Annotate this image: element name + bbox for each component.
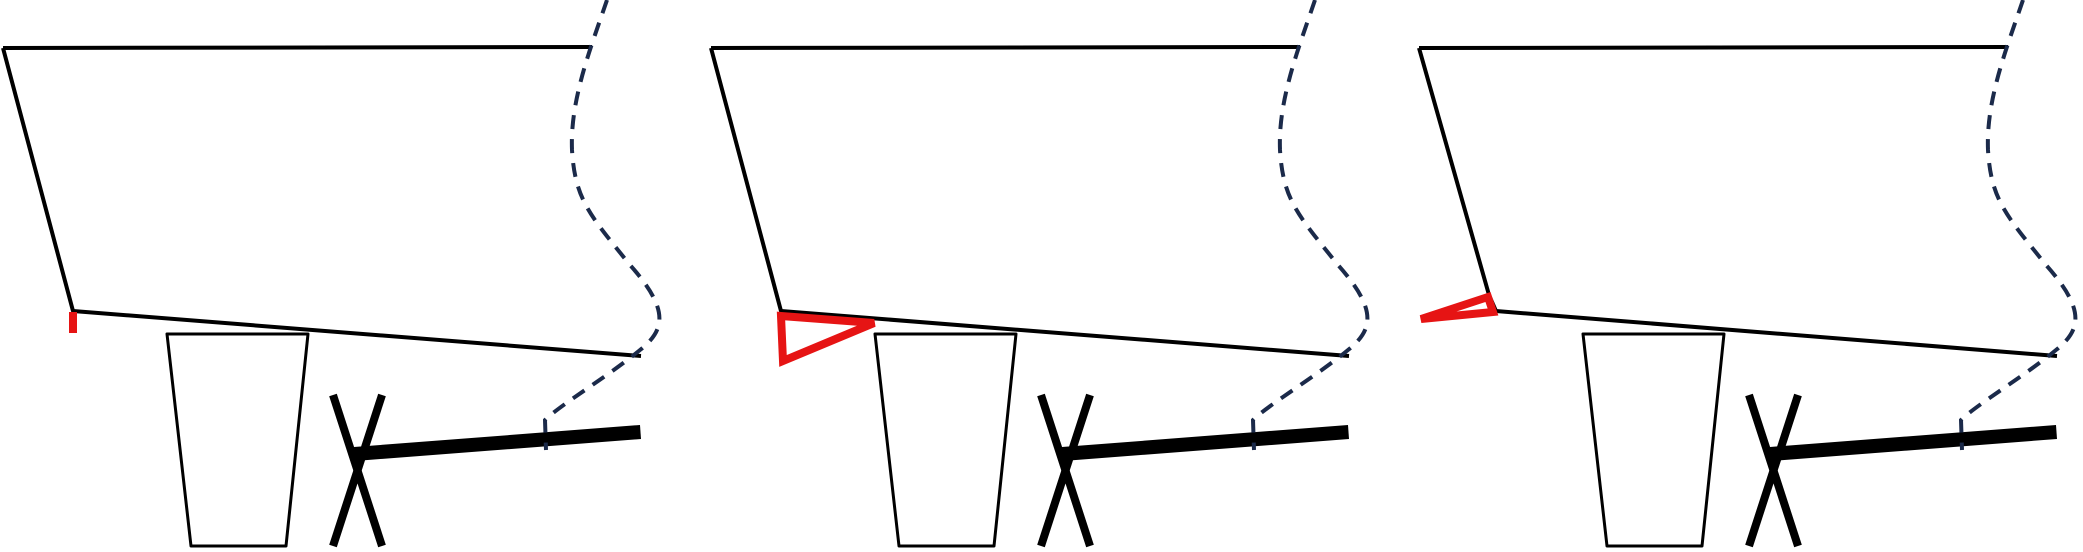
- panel-3: [1417, 0, 2078, 548]
- highlight-marker-triangle: [776, 311, 876, 367]
- keel-block: [1581, 332, 1726, 548]
- dashed-waterline: [1958, 0, 2078, 451]
- keel-block: [873, 332, 1018, 548]
- keel-block: [165, 332, 310, 548]
- dashed-waterline: [542, 0, 662, 451]
- hull-outline: [1417, 45, 2058, 358]
- dashed-waterline: [1250, 0, 1370, 451]
- strut-right: [329, 393, 386, 548]
- shaft-bar: [1770, 425, 2057, 461]
- highlight-marker-wedge: [1419, 291, 1499, 323]
- panel-1: [1, 0, 662, 548]
- strut-right: [1037, 393, 1094, 548]
- hull-outline: [1, 45, 642, 358]
- hull-outline: [709, 45, 1350, 358]
- shaft-bar: [1062, 425, 1349, 461]
- shaft-bar: [354, 425, 641, 461]
- strut-right: [1745, 393, 1802, 548]
- panel-2: [709, 0, 1370, 548]
